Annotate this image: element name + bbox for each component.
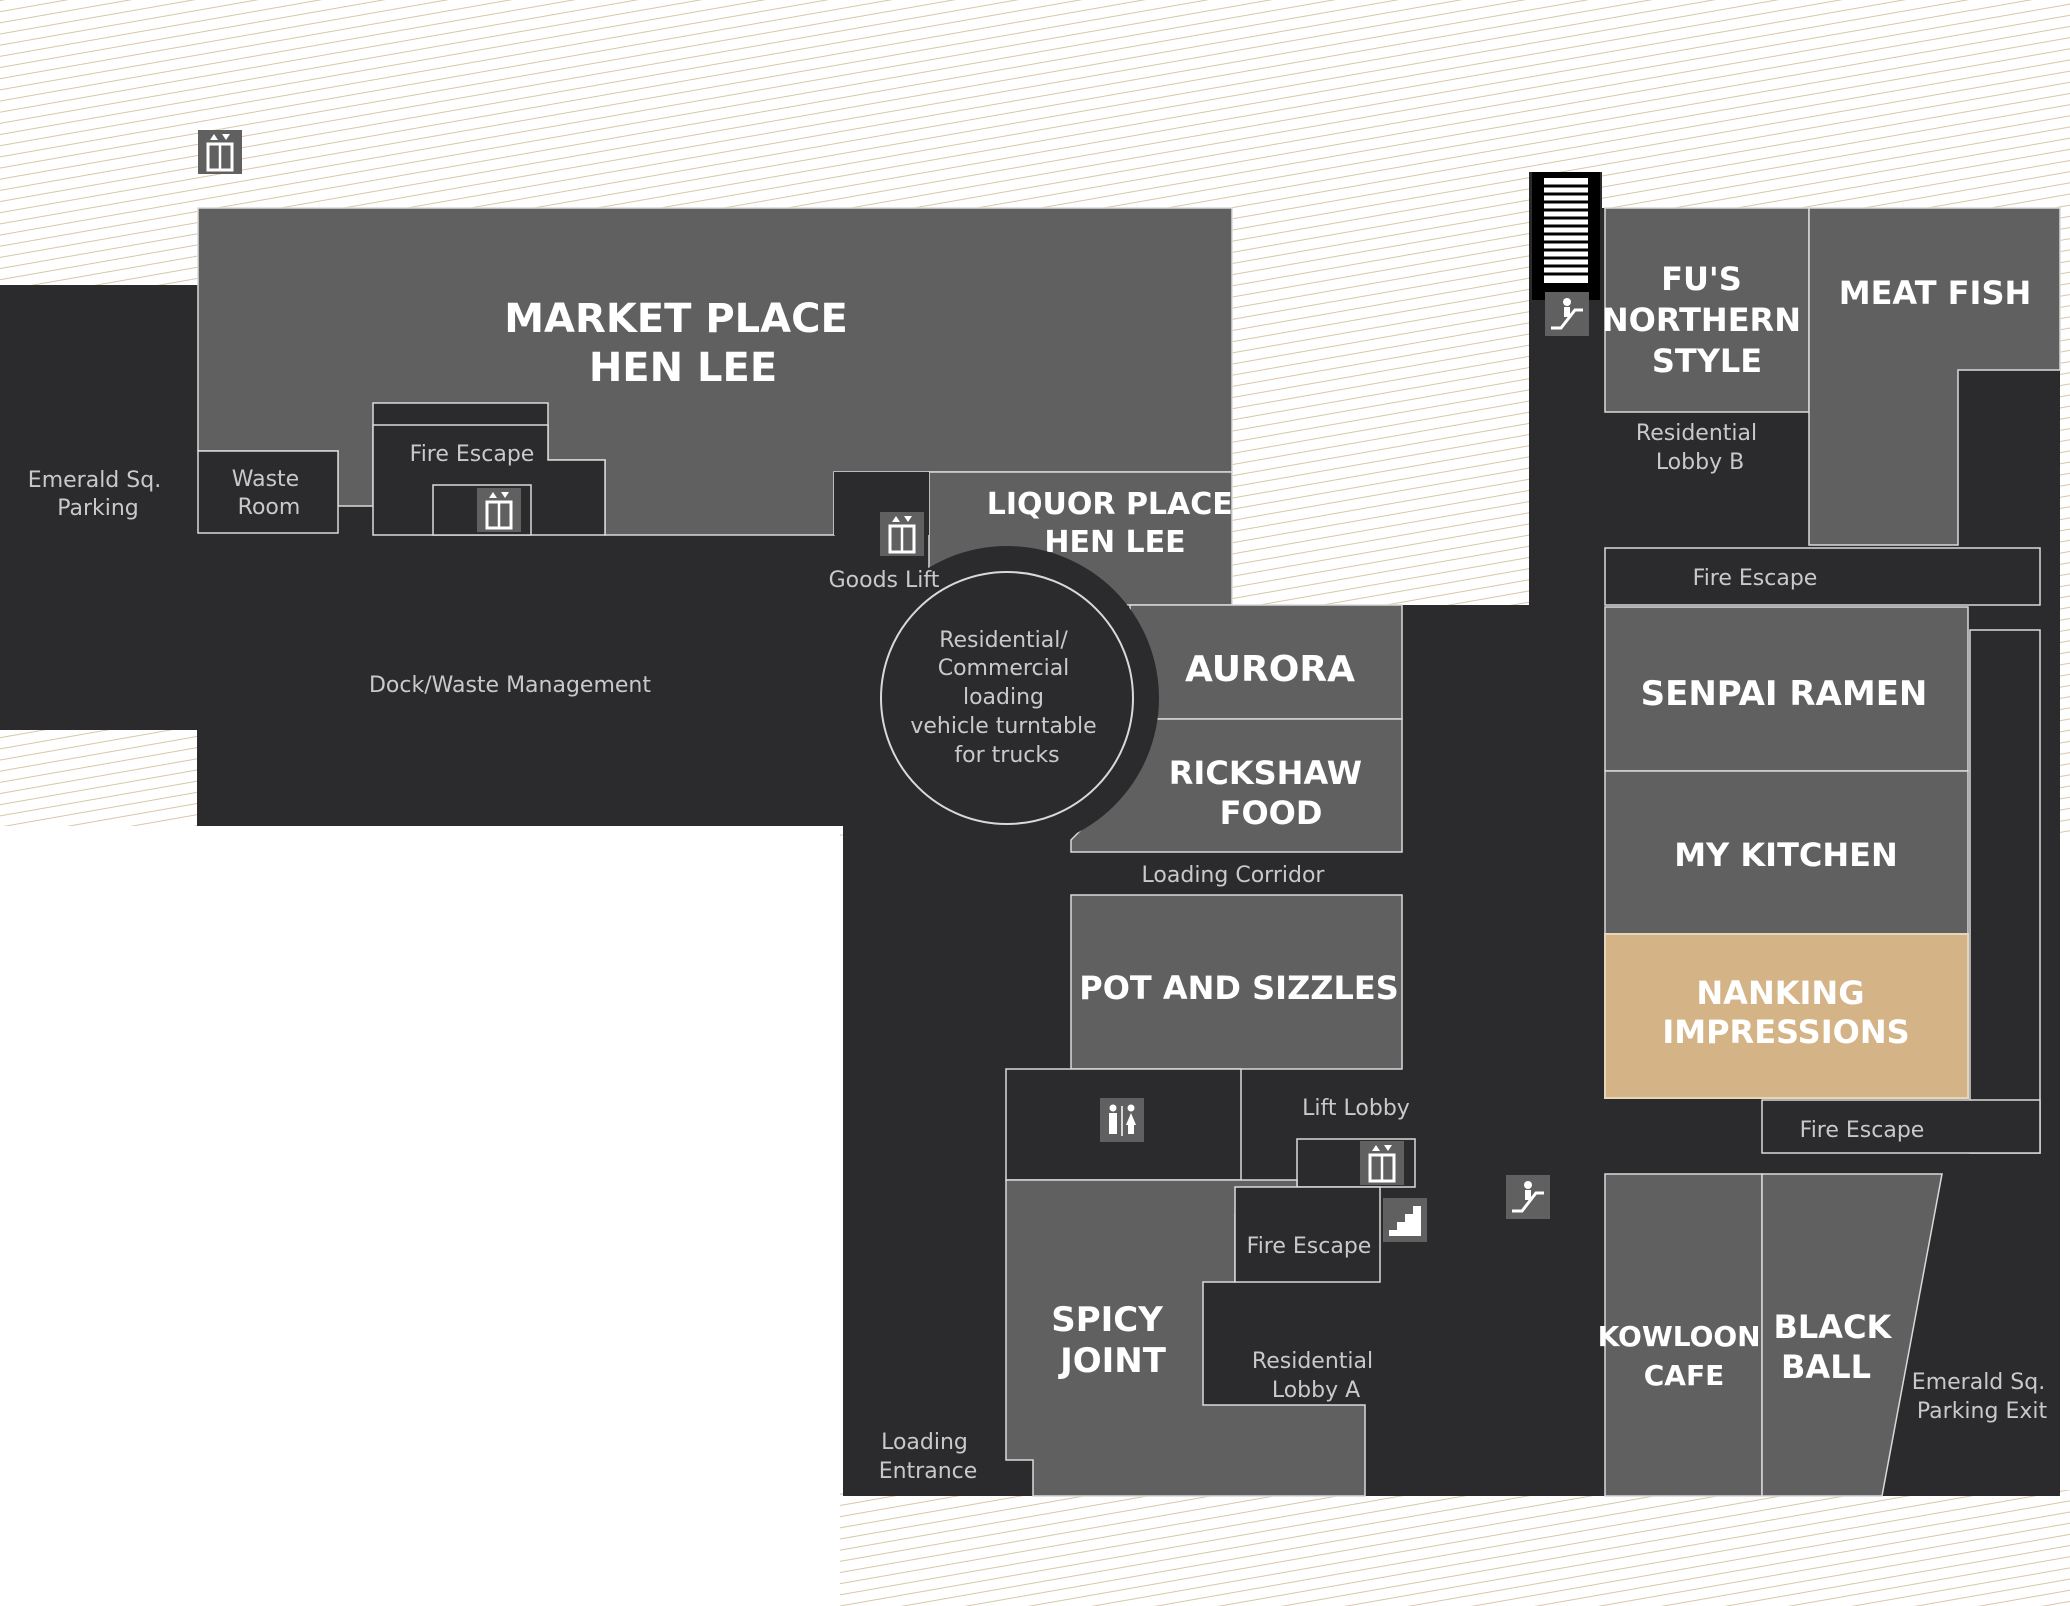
store-liquor-place-name: LIQUOR PLACE HEN LEE — [987, 487, 1243, 560]
store-senpai-ramen[interactable] — [1604, 606, 1969, 772]
store-nanking-impressions-name: NANKING IMPRESSIONS — [1662, 974, 1909, 1051]
lift-icon[interactable] — [880, 512, 924, 556]
lift-icon[interactable] — [1360, 1141, 1404, 1185]
goods-lift-label: Goods Lift — [829, 568, 940, 593]
restroom-icon[interactable] — [1100, 1098, 1144, 1142]
fire-escape-lower-right-label: Fire Escape — [1800, 1118, 1925, 1143]
loading-entrance-label: Loading Entrance — [879, 1430, 978, 1484]
fire-escape-right — [1604, 547, 2041, 606]
store-my-kitchen-name: MY KITCHEN — [1674, 836, 1898, 874]
store-aurora[interactable] — [1129, 604, 1403, 720]
stairs-icon[interactable] — [1383, 1198, 1427, 1242]
residential-lobby-a-label: Residential Lobby A — [1252, 1349, 1380, 1403]
store-spicy-joint-name: SPICY JOINT — [1051, 1300, 1174, 1381]
blank-area — [0, 826, 840, 1606]
waste-room — [197, 450, 339, 534]
service-corridor-right — [1969, 629, 2041, 1154]
store-pot-and-sizzles-name: POT AND SIZZLES — [1079, 969, 1399, 1007]
store-black-ball[interactable] — [1761, 1173, 1943, 1497]
escalator-icon[interactable] — [1545, 292, 1589, 336]
fire-escape-top — [372, 424, 606, 536]
escalator-steps — [1544, 178, 1588, 283]
store-kowloon-cafe-name: KOWLOON CAFE — [1598, 1320, 1771, 1392]
store-aurora-name: AURORA — [1185, 649, 1355, 690]
dock-label: Dock/Waste Management — [369, 673, 651, 698]
hatch-background-bottom — [840, 1490, 2070, 1606]
store-meat-fish[interactable] — [1808, 207, 2061, 546]
vehicle-turntable-inner — [880, 571, 1134, 825]
store-nanking-impressions[interactable] — [1604, 933, 1969, 1099]
fire-escape-mid-label: Fire Escape — [1247, 1234, 1372, 1259]
store-market-place-name: MARKET PLACE HEN LEE — [504, 296, 861, 391]
store-fus-northern-style-name: FU'S NORTHERN STYLE — [1602, 260, 1812, 380]
store-senpai-ramen-name: SENPAI RAMEN — [1641, 674, 1928, 714]
fire-escape-mid — [1234, 1186, 1381, 1283]
escalator-icon[interactable] — [1506, 1175, 1550, 1219]
residential-lobby-b-label: Residential Lobby B — [1636, 421, 1764, 475]
fire-escape-top-label: Fire Escape — [410, 442, 535, 467]
waste-room-label: Waste Room — [232, 467, 306, 520]
store-pot-and-sizzles[interactable] — [1070, 894, 1403, 1070]
store-black-ball-name: BLACK BALL — [1774, 1308, 1903, 1386]
store-rickshaw-food-name: RICKSHAW FOOD — [1169, 754, 1373, 832]
loading-corridor-label: Loading Corridor — [1142, 863, 1326, 888]
lift-icon[interactable] — [198, 130, 242, 174]
emerald-parking-label: Emerald Sq. Parking — [28, 468, 168, 521]
lift-lobby-label: Lift Lobby — [1302, 1096, 1410, 1121]
fire-escape-right-label: Fire Escape — [1693, 566, 1818, 591]
store-kowloon-cafe[interactable] — [1604, 1173, 1763, 1497]
lift-icon[interactable] — [477, 488, 521, 532]
store-fus-northern-style[interactable] — [1604, 207, 1810, 413]
fire-escape-lower-right — [1761, 1099, 2041, 1154]
turntable-label: Residential/ Commercial loading vehicle … — [910, 628, 1103, 768]
emerald-parking-exit-label: Emerald Sq. Parking Exit — [1912, 1370, 2052, 1424]
store-my-kitchen[interactable] — [1604, 770, 1969, 935]
store-meat-fish-name: MEAT FISH — [1839, 274, 2032, 312]
